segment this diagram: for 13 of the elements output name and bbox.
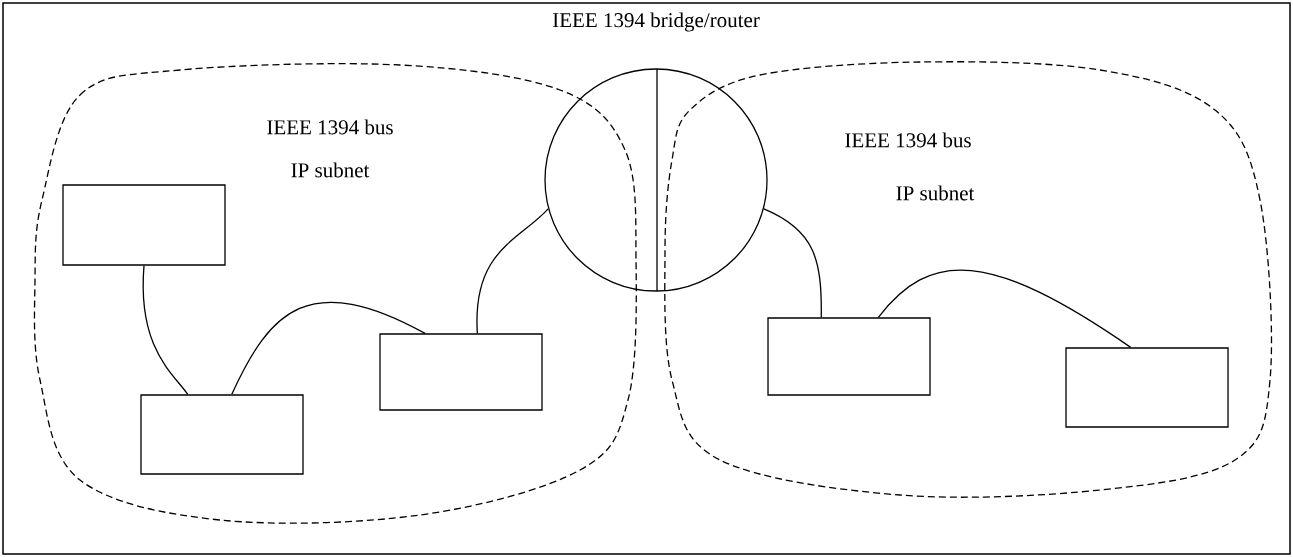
subnet-cloud: IEEE 1394 bus IP subnet: [33, 63, 637, 524]
cable-line: [476, 208, 549, 334]
device-box: [379, 333, 543, 411]
node-label: IEEE 1394 bridge/router: [552, 12, 760, 32]
cable-line: [142, 265, 189, 395]
device-box: [1065, 347, 1229, 428]
subnet-cloud: IEEE 1394 bus IP subnet: [664, 61, 1273, 498]
cable-line: [231, 301, 426, 395]
device-box: [62, 184, 226, 266]
cable-line: [763, 208, 822, 318]
device-box: [767, 317, 931, 396]
device-box: [140, 394, 304, 475]
cable-line: [877, 269, 1132, 348]
